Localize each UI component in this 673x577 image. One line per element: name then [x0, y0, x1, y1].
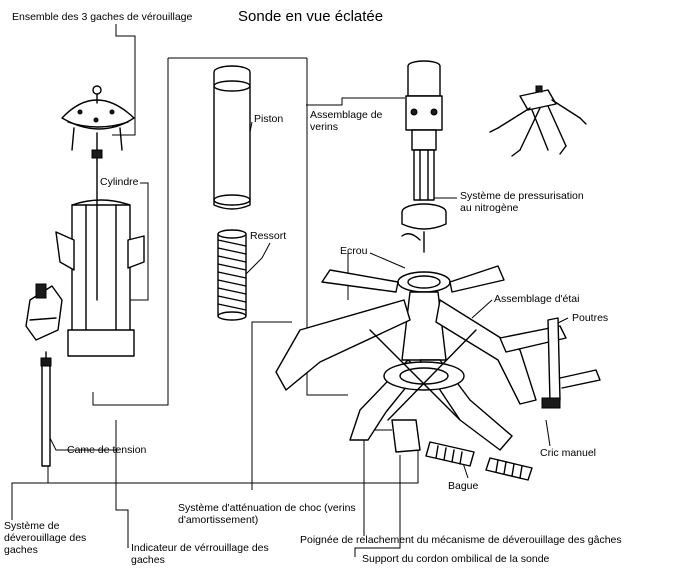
label-ressort: Ressort: [250, 230, 287, 242]
etai-assembly-drawing: [275, 265, 601, 481]
label-piston: Piston: [254, 113, 284, 125]
deverouillage-drawing: [25, 283, 63, 341]
label-etai: Assemblage d'étai: [494, 293, 580, 305]
label-attenuation-line1: Système d'atténuation de choc (verins: [178, 502, 356, 514]
label-gaches-assembly: Ensemble des 3 gaches de vérouillage: [12, 11, 193, 23]
label-pressurisation: Système de pressurisation au nitrogène: [460, 190, 584, 214]
label-attenuation: Système d'atténuation de choc (verins d'…: [178, 502, 356, 526]
label-cylindre: Cylindre: [100, 176, 139, 188]
inset-drawing: [489, 85, 587, 157]
label-cric: Cric manuel: [540, 447, 597, 459]
label-indicateur: Indicateur de vérrouillage des gaches: [131, 542, 269, 566]
ressort-drawing: [217, 229, 247, 321]
label-deverouillage-line2: déverouillage des: [4, 532, 87, 544]
cylindre-drawing: [55, 159, 145, 357]
label-deverouillage: Système de déverouillage des gaches: [4, 520, 86, 556]
label-poignee: Poignée de relachement du mécanisme de d…: [300, 534, 622, 546]
label-verins: Assemblage de verins: [310, 109, 382, 133]
label-verins-line1: Assemblage de: [310, 109, 383, 121]
label-attenuation-line2: d'amortissement): [178, 514, 259, 526]
label-verins-line2: verins: [310, 121, 339, 133]
label-support: Support du cordon ombilical de la sonde: [362, 553, 550, 565]
diagram-title: Sonde en vue éclatée: [238, 8, 384, 25]
label-deverouillage-line1: Système de: [4, 520, 60, 532]
label-bague: Bague: [448, 480, 479, 492]
label-pressurisation-line2: au nitrogène: [460, 202, 519, 214]
verins-drawing: [405, 60, 443, 201]
piston-drawing: [213, 65, 251, 210]
label-ecrou: Ecrou: [340, 245, 368, 257]
label-came-tension: Came de tension: [67, 444, 147, 456]
label-pressurisation-line1: Système de pressurisation: [460, 190, 584, 202]
gaches-assembly-drawing: [61, 85, 135, 161]
label-indicateur-line1: Indicateur de vérrouillage des: [131, 542, 269, 554]
label-deverouillage-line3: gaches: [4, 544, 38, 556]
came-tension-drawing: [40, 351, 52, 467]
leader-lines: [11, 24, 569, 557]
pressurisation-drawing: [401, 203, 447, 253]
label-indicateur-line2: gaches: [131, 554, 165, 566]
label-poutres: Poutres: [572, 312, 609, 324]
